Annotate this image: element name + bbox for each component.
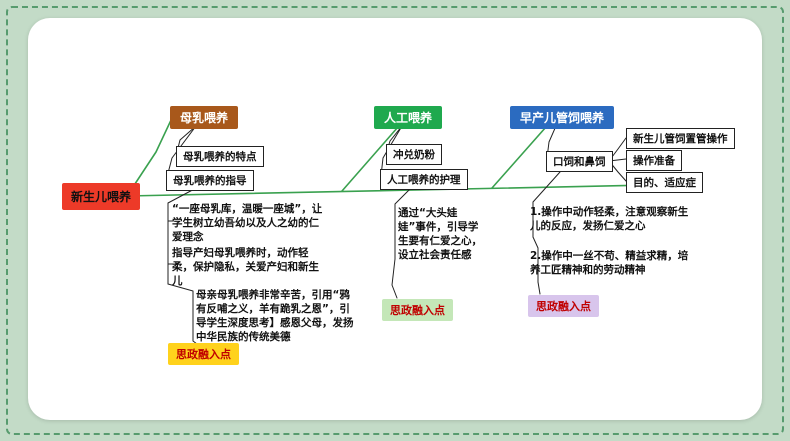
branch3-line (491, 126, 547, 189)
root-node[interactable]: 新生儿喂养 (62, 183, 141, 210)
branch2-line (341, 126, 399, 192)
branch1-child-features[interactable]: 母乳喂养的特点 (176, 146, 264, 167)
branch3-grandchild-indications[interactable]: 目的、适应症 (626, 172, 703, 193)
trunk-line (126, 183, 701, 197)
branch2-ideology-tag[interactable]: 思政融入点 (382, 299, 453, 321)
branch1-child-guidance[interactable]: 母乳喂养的指导 (166, 170, 254, 191)
branch2-child-care[interactable]: 人工喂养的护理 (380, 169, 468, 190)
branch1-note-milk-bank: “一座母乳库，温暖一座城”，让学生树立幼吾幼以及人之幼的仁爱理念 (172, 203, 323, 243)
branch3-header[interactable]: 早产儿管饲喂养 (510, 106, 615, 129)
branch3-ideology-tag[interactable]: 思政融入点 (528, 295, 599, 317)
branch1-note-gratitude: 母亲母乳喂养非常辛苦，引用“鸦有反哺之义，羊有跪乳之恩”，引导学生深度思考】感恩… (196, 289, 354, 343)
branch1-header[interactable]: 母乳喂养 (170, 106, 239, 129)
branch3-note-gentle: 1.操作中动作轻柔，注意观察新生儿的反应，发扬仁爱之心 (530, 206, 689, 232)
branch3-grandchild-preparation[interactable]: 操作准备 (626, 150, 682, 171)
branch2-note-incident: 通过“大头娃娃”事件，引导学生要有仁爱之心，设立社会责任感 (398, 207, 482, 261)
branch3-note-craftsmanship: 2.操作中一丝不苟、精益求精，培养工匠精神和的劳动精神 (530, 250, 689, 276)
branch1-ideology-tag[interactable]: 思政融入点 (168, 343, 239, 365)
branch1-line (126, 117, 173, 197)
branch1-note-privacy: 指导产妇母乳喂养时，动作轻柔，保护隐私，关爱产妇和新生儿 (172, 247, 319, 287)
branch3-grandchild-tube-operation[interactable]: 新生儿管饲置管操作 (626, 128, 735, 149)
branch3-child-feeding-routes[interactable]: 口饲和鼻饲 (546, 151, 613, 172)
branch2-header[interactable]: 人工喂养 (374, 106, 443, 129)
branch2-child-formula[interactable]: 冲兑奶粉 (386, 144, 442, 165)
